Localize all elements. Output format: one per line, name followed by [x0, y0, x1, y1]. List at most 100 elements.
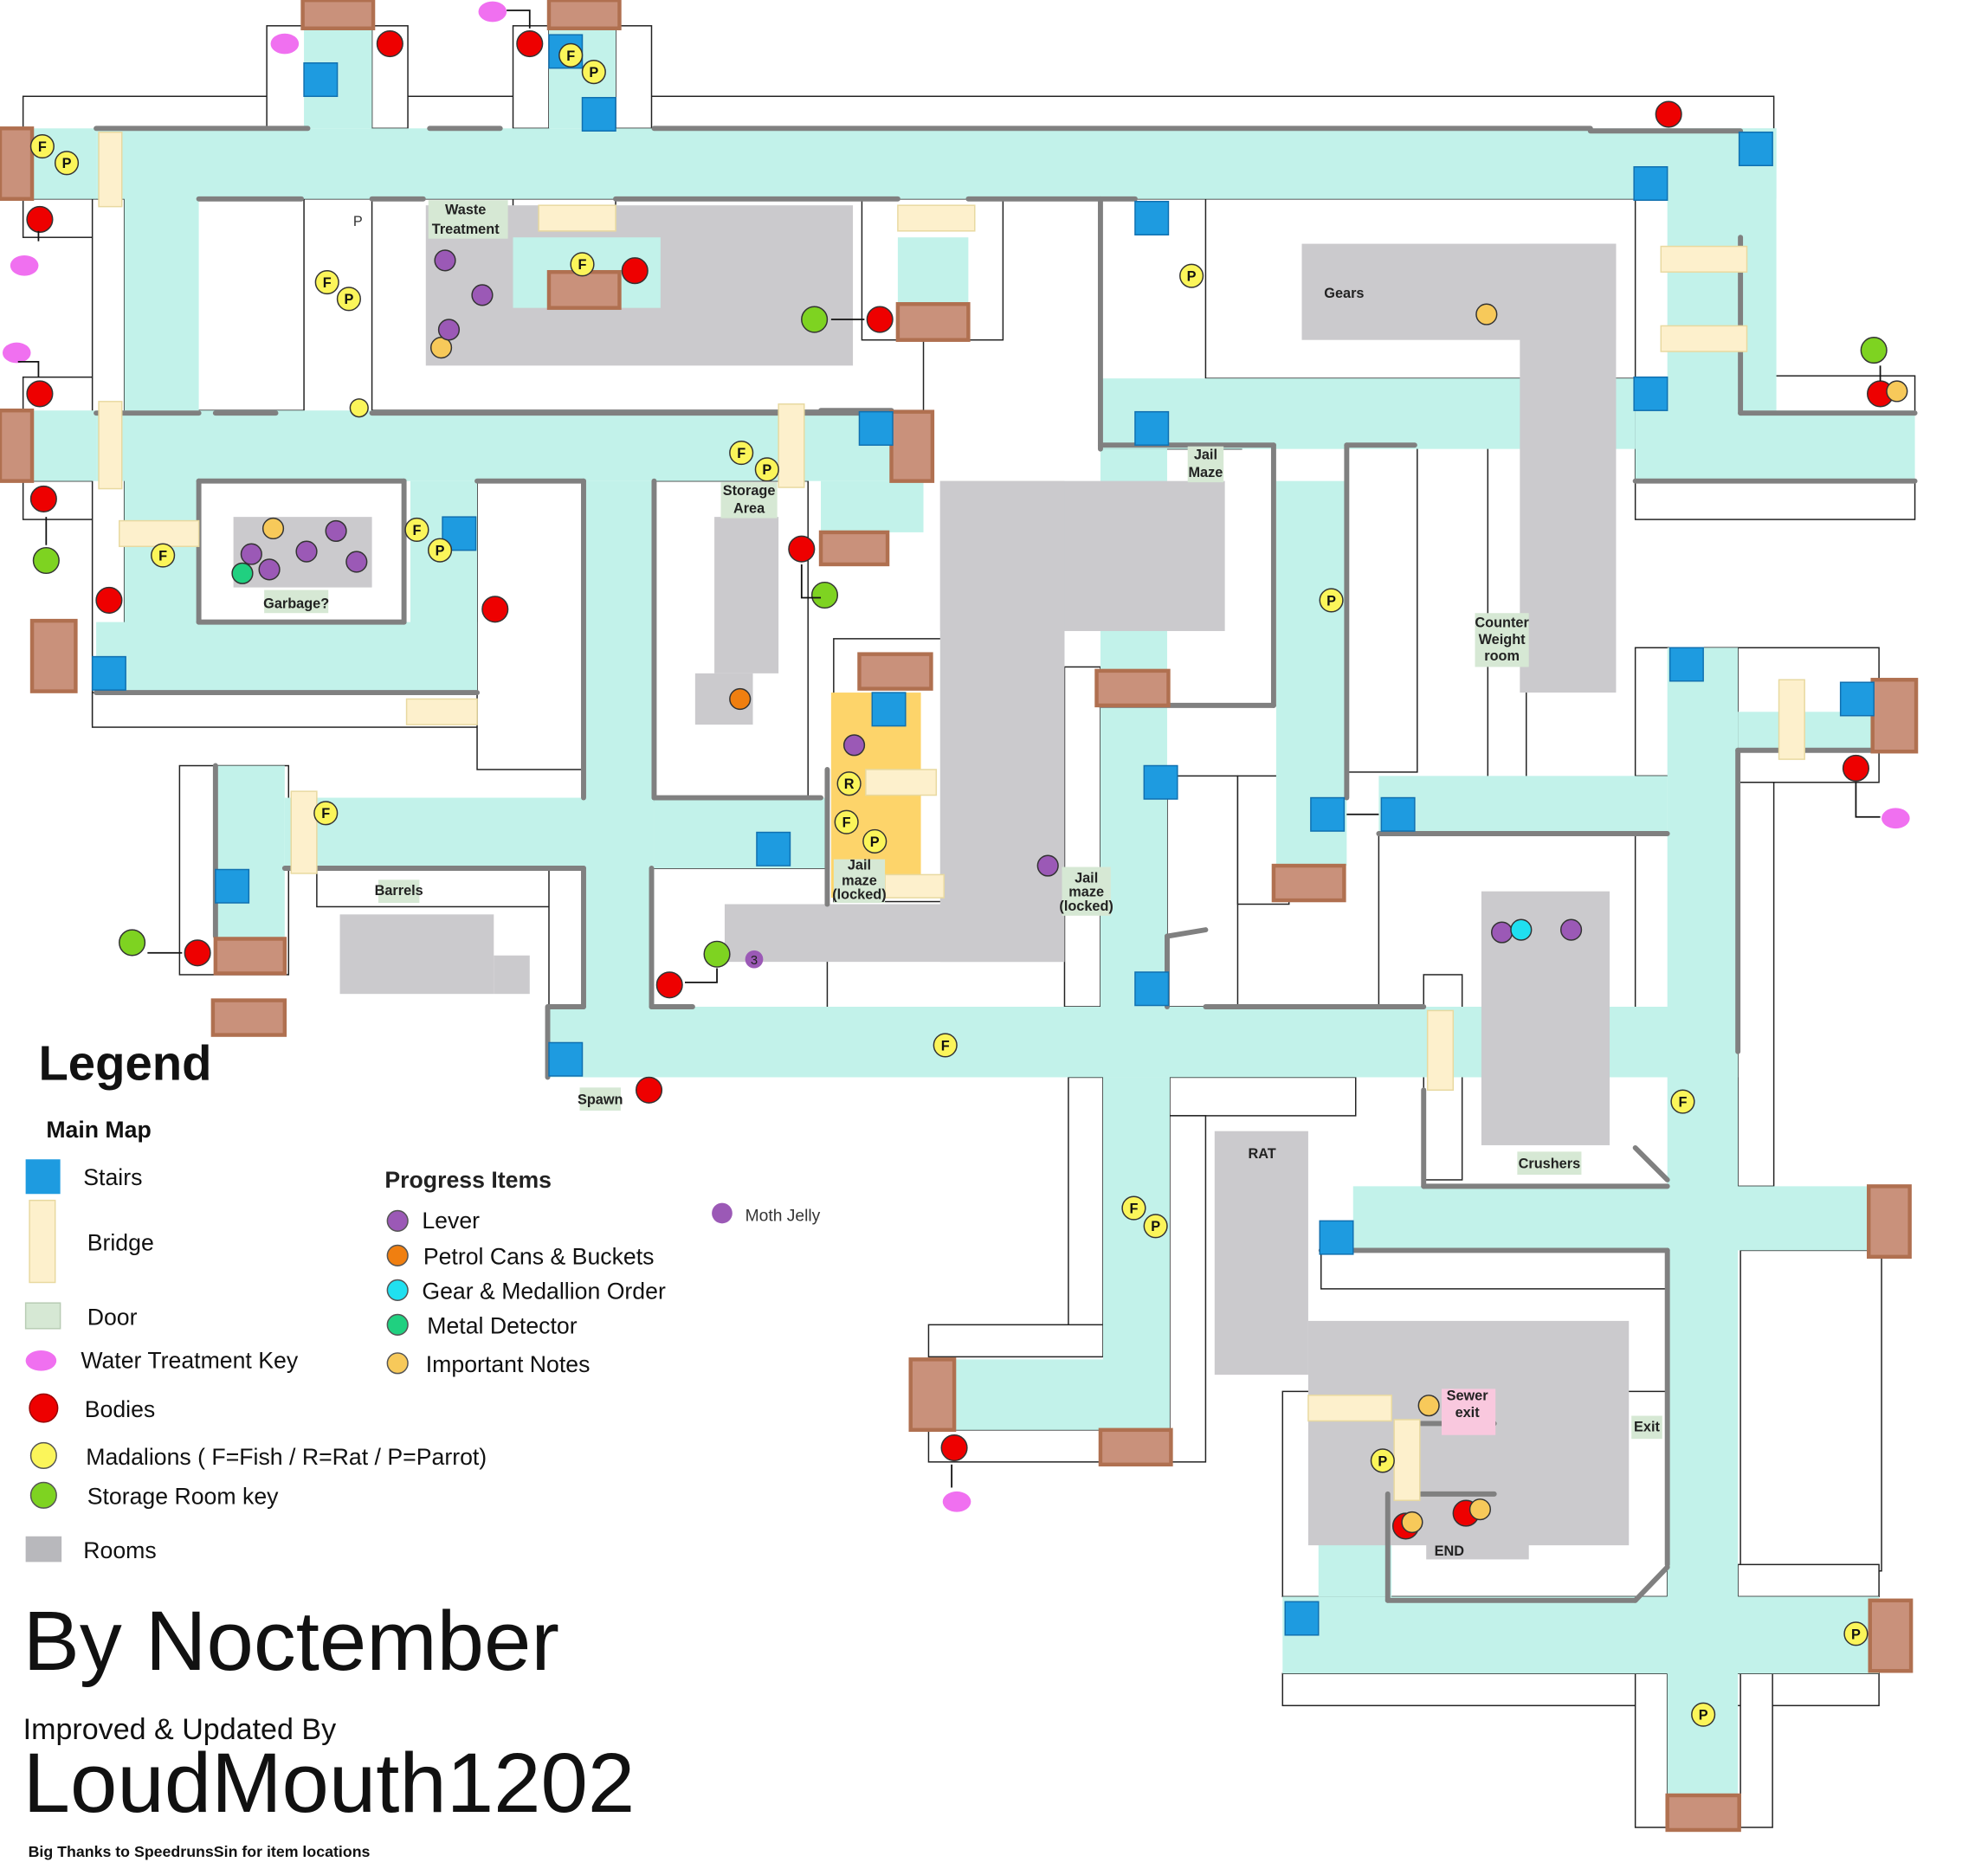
water-treatment-key-marker: [2, 342, 31, 364]
passage-outline: [548, 867, 584, 1010]
legend-storage-key-swatch: [29, 1481, 57, 1509]
body-marker: [95, 586, 123, 614]
stairs-icon: [303, 62, 339, 98]
medallion-marker: [1179, 263, 1204, 288]
passage-outline: [1166, 775, 1239, 1008]
important-note-marker: [1475, 303, 1498, 325]
medallion-letter: P: [1851, 1627, 1861, 1642]
bridge: [405, 698, 478, 725]
blocked-passage: [210, 998, 287, 1037]
label-storage-1: Storage: [723, 483, 776, 499]
medallion-letter: F: [941, 1038, 950, 1053]
legend-petrol-swatch: [386, 1244, 409, 1266]
medallion-marker: [581, 60, 606, 85]
stairs-icon: [215, 868, 250, 904]
medallion-letter: P: [1326, 593, 1336, 609]
lever-marker: [295, 540, 318, 563]
medallion-marker: [349, 398, 369, 418]
lever-marker: [345, 551, 368, 573]
medallion-marker: [1691, 1702, 1716, 1727]
lever-marker: [258, 558, 281, 581]
label-crushers: Crushers: [1519, 1157, 1580, 1172]
passage-outline: [316, 867, 584, 908]
medallion-letter: P: [870, 834, 880, 850]
legend-door-swatch: [24, 1302, 61, 1330]
bridge: [1307, 1395, 1392, 1422]
medallion-letter: F: [158, 549, 167, 564]
medallion-letter: P: [62, 156, 72, 171]
legend-petrol: Petrol Cans & Buckets: [423, 1244, 655, 1270]
water-treatment-key-marker: [942, 1491, 971, 1512]
body-marker: [26, 380, 54, 408]
corridor: [1738, 712, 1880, 751]
label-waste-treatment-2: Treatment: [432, 222, 500, 237]
stairs-icon: [871, 692, 907, 727]
important-note-marker: [1401, 1511, 1423, 1534]
medallion-marker: [862, 828, 888, 854]
blocked-passage: [1867, 1184, 1912, 1260]
label-jail-locked-a-3: (locked): [832, 887, 886, 903]
blocked-passage: [1094, 668, 1171, 708]
medallion-marker: [1370, 1448, 1395, 1473]
arrow-connector: [1855, 782, 1881, 818]
stairs-icon: [1380, 796, 1416, 832]
medallion-marker: [834, 809, 859, 834]
blocked-passage: [546, 269, 622, 310]
body-marker: [26, 205, 54, 234]
moth-jelly-count-marker: 3: [745, 950, 764, 969]
corridor: [955, 1359, 1167, 1430]
legend-main-map-heading: Main Map: [46, 1117, 151, 1143]
moth-jelly-count: 3: [751, 954, 758, 968]
legend-progress-heading: Progress Items: [384, 1167, 552, 1193]
important-note-marker: [1417, 1395, 1440, 1417]
bridge: [1660, 245, 1748, 273]
legend-metal-detector-swatch: [386, 1313, 409, 1336]
rooms: [233, 205, 1630, 1546]
legend-water-key: Water Treatment Key: [81, 1348, 299, 1374]
passage-outline: [1281, 1672, 1880, 1707]
label-spawn: Spawn: [578, 1092, 623, 1108]
medallion-marker: [54, 151, 80, 176]
arrow-connector: [800, 564, 822, 599]
legend-medallions: Madalions ( F=Fish / R=Rat / P=Parrot): [86, 1444, 487, 1470]
passage-outline: [1737, 1563, 1880, 1598]
blocked-passage: [857, 652, 933, 691]
body-marker: [866, 306, 894, 333]
blocked-passage: [895, 302, 971, 342]
blocked-passage: [213, 937, 287, 976]
bridge: [98, 132, 123, 208]
label-counter-1: Counter: [1475, 615, 1529, 631]
wall: [1632, 1144, 1670, 1182]
body-marker: [481, 596, 509, 623]
label-gears: Gears: [1324, 286, 1364, 301]
legend-bridge-swatch: [29, 1199, 56, 1284]
water-treatment-key-marker: [10, 255, 39, 276]
label-jail-locked-a-2: maze: [842, 873, 877, 888]
medallion-marker: [1143, 1214, 1168, 1239]
water-treatment-key-marker: [270, 33, 300, 55]
blocked-passage: [818, 530, 890, 567]
body-marker: [655, 971, 683, 999]
stairs-icon: [1310, 796, 1346, 832]
blocked-passage: [0, 408, 35, 483]
stairs-icon: [1284, 1601, 1320, 1636]
blocked-passage: [1868, 1598, 1914, 1673]
water-treatment-key-marker: [1882, 808, 1910, 829]
corridor: [1635, 410, 1915, 481]
credit-thanks: Big Thanks to SpeedrunsSin for item loca…: [29, 1843, 371, 1860]
petrol-can-marker: [729, 687, 752, 711]
bridge: [119, 519, 200, 547]
legend-lever-swatch: [386, 1209, 409, 1232]
medallion-marker: [151, 543, 176, 568]
medallion-marker: [754, 457, 779, 482]
medallion-letter: F: [38, 139, 47, 155]
medallion-marker: [558, 42, 584, 68]
stairs-icon: [1633, 376, 1668, 411]
legend-stairs: Stairs: [83, 1164, 142, 1190]
passage-outline: [1740, 1672, 1773, 1828]
corridor: [897, 237, 969, 308]
legend-gear: Gear & Medallion Order: [422, 1279, 666, 1305]
medallion-marker: [313, 801, 339, 826]
credit-author: By Noctember: [23, 1594, 559, 1688]
body-marker: [940, 1434, 968, 1462]
